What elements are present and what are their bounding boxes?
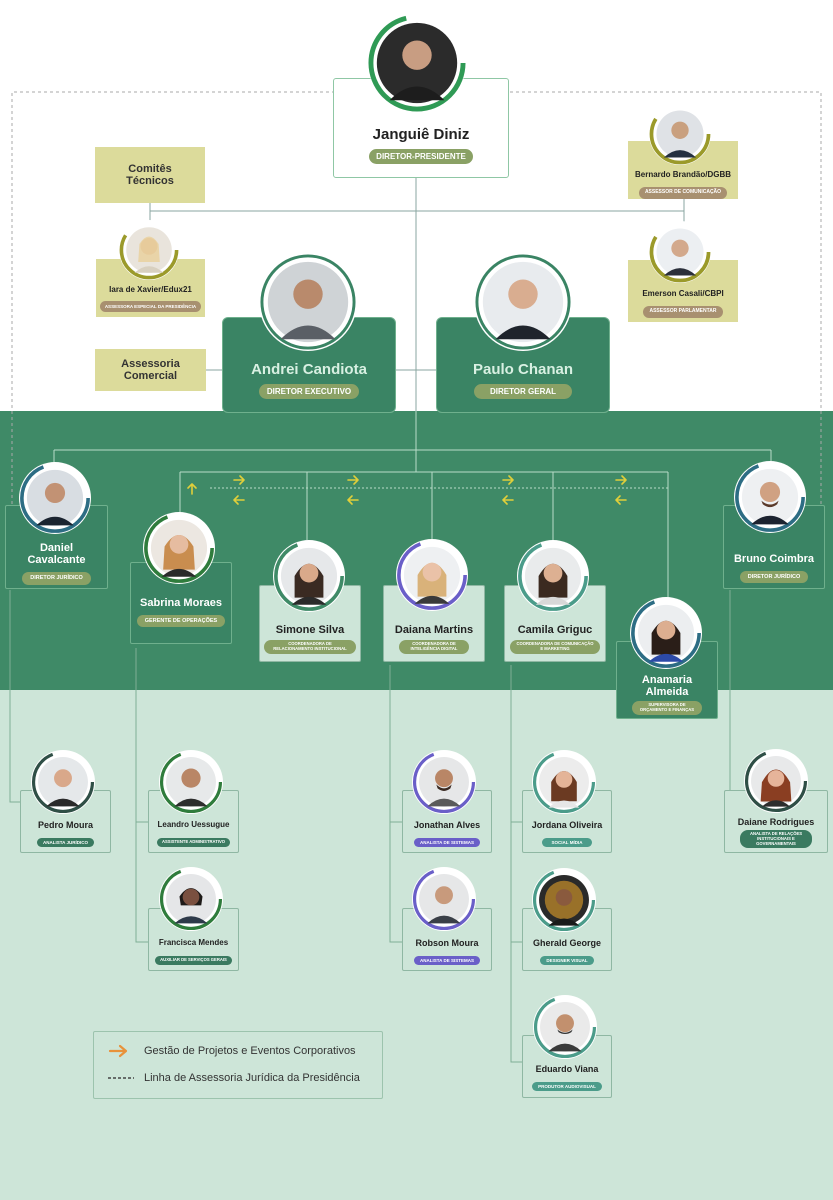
avatar-francisca [159, 867, 223, 931]
avatar-paulo [474, 253, 572, 351]
staff-name: Gherald George [532, 938, 602, 948]
avatar-andrei [259, 253, 357, 351]
manager-name: Daiana Martins [394, 624, 474, 636]
legend: Gestão de Projetos e Eventos Corporativo… [93, 1031, 383, 1099]
commercial-label: Assessoria Comercial [121, 358, 180, 383]
president-name: Janguiê Diniz [372, 126, 470, 143]
staff-name: Francisca Mendes [158, 938, 229, 947]
orange-arrow-icon [108, 1044, 128, 1058]
avatar-bruno [734, 461, 806, 533]
staff-card-leandro: Leandro Uessugue ASSISTENTE ADMINISTRATI… [148, 790, 239, 853]
staff-name: Daiane Rodrigues [737, 817, 815, 827]
manager-role: COORDENADORA DE RELACIONAMENTO INSTITUCI… [264, 640, 356, 654]
manager-card-anamaria: Anamaria Almeida SUPERVISORA DE ORÇAMENT… [616, 641, 718, 719]
advisor-name: Bernardo Brandão/DGBB [634, 170, 731, 179]
staff-role: ASSISTENTE ADMINISTRATIVO [156, 837, 231, 847]
manager-role: COORDENADORA DE INTELIGÊNCIA DIGITAL [399, 640, 469, 654]
avatar-gherald [532, 868, 596, 932]
avatar-jordana [532, 750, 596, 814]
legend-dash-label: Linha de Assessoria Jurídica da Presidên… [144, 1072, 360, 1084]
staff-role: ANALISTA DE SISTEMAS [413, 837, 480, 848]
staff-name: Robson Moura [415, 938, 479, 948]
avatar-daiane [744, 749, 808, 813]
manager-role: GERENTE DE OPERAÇÕES [136, 615, 226, 628]
avatar-camila [517, 540, 589, 612]
manager-role: DIRETOR JURÍDICO [739, 571, 809, 584]
manager-name: Anamaria Almeida [641, 674, 693, 699]
avatar-jonathan [412, 750, 476, 814]
staff-role: ANALISTA DE SISTEMAS [413, 955, 480, 966]
legend-arrow-label: Gestão de Projetos e Eventos Corporativo… [144, 1045, 356, 1057]
avatar-sabrina [143, 512, 215, 584]
staff-name: Leandro Uessugue [157, 820, 230, 829]
avatar-emerson [649, 221, 711, 283]
avatar-eduardo [533, 995, 597, 1059]
advisor-role: ASSESSORA ESPECIAL DA PRESIDÊNCIA [99, 300, 202, 312]
staff-name: Eduardo Viana [535, 1064, 599, 1074]
advisor-name: Iara de Xavier/Edux21 [109, 285, 192, 294]
manager-name: Simone Silva [275, 624, 345, 636]
director-name: Paulo Chanan [472, 361, 573, 378]
director-role: DIRETOR EXECUTIVO [258, 383, 360, 399]
staff-role: PRODUTOR AUDIOVISUAL [532, 1081, 602, 1092]
avatar-iara [119, 220, 179, 280]
legend-dash-row: Linha de Assessoria Jurídica da Presidên… [108, 1072, 360, 1084]
staff-name: Jordana Oliveira [531, 820, 603, 830]
staff-role: DESIGNER VISUAL [540, 955, 594, 966]
manager-role: DIRETOR JURÍDICO [22, 572, 91, 585]
advisor-role: ASSESSOR PARLAMENTAR [643, 305, 723, 318]
director-name: Andrei Candiota [251, 361, 367, 378]
staff-role: AUXILIAR DE SERVIÇOS GERAIS [155, 955, 232, 965]
avatar-bernardo [649, 103, 711, 165]
staff-role: SOCIAL MÍDIA [541, 837, 593, 848]
manager-card-daniel: Daniel Cavalcante DIRETOR JURÍDICO [5, 505, 108, 589]
president-role: DIRETOR-PRESIDENTE [369, 148, 473, 164]
dashed-line-icon [108, 1077, 134, 1079]
committees-label: Comitês Técnicos [126, 163, 174, 188]
avatar-pedro [31, 750, 95, 814]
director-card-andrei: Andrei Candiota DIRETOR EXECUTIVO [222, 317, 396, 413]
staff-role: ANALISTA JURÍDICO [37, 837, 94, 848]
director-role: DIRETOR GERAL [473, 383, 573, 399]
manager-role: COORDENADORA DE COMUNICAÇÃO E MARKETING [510, 640, 600, 654]
manager-role: SUPERVISORA DE ORÇAMENTO E FINANÇAS [632, 701, 702, 716]
manager-name: Sabrina Moraes [140, 597, 222, 609]
legal-dashed-line [11, 91, 822, 505]
avatar-leandro [159, 750, 223, 814]
committees-box: Comitês Técnicos [95, 147, 205, 203]
manager-name: Camila Griguc [517, 624, 593, 636]
commercial-box: Assessoria Comercial [95, 349, 206, 391]
advisor-role: ASSESSOR DE COMUNICAÇÃO [638, 186, 728, 199]
avatar-daiana [396, 539, 468, 611]
staff-name: Jonathan Alves [413, 820, 481, 830]
staff-role: ANALISTA DE RELAÇÕES INSTITUCIONAIS E GO… [740, 829, 812, 849]
manager-name: Daniel Cavalcante [27, 542, 86, 567]
avatar-robson [412, 867, 476, 931]
legend-arrow-row: Gestão de Projetos e Eventos Corporativo… [108, 1044, 356, 1058]
avatar-simone [273, 540, 345, 612]
president-avatar [368, 14, 466, 112]
staff-name: Pedro Moura [37, 820, 93, 830]
manager-name: Bruno Coimbra [733, 553, 815, 565]
avatar-daniel [19, 462, 91, 534]
avatar-anamaria [630, 597, 702, 669]
advisor-name: Emerson Casali/CBPI [642, 289, 724, 298]
